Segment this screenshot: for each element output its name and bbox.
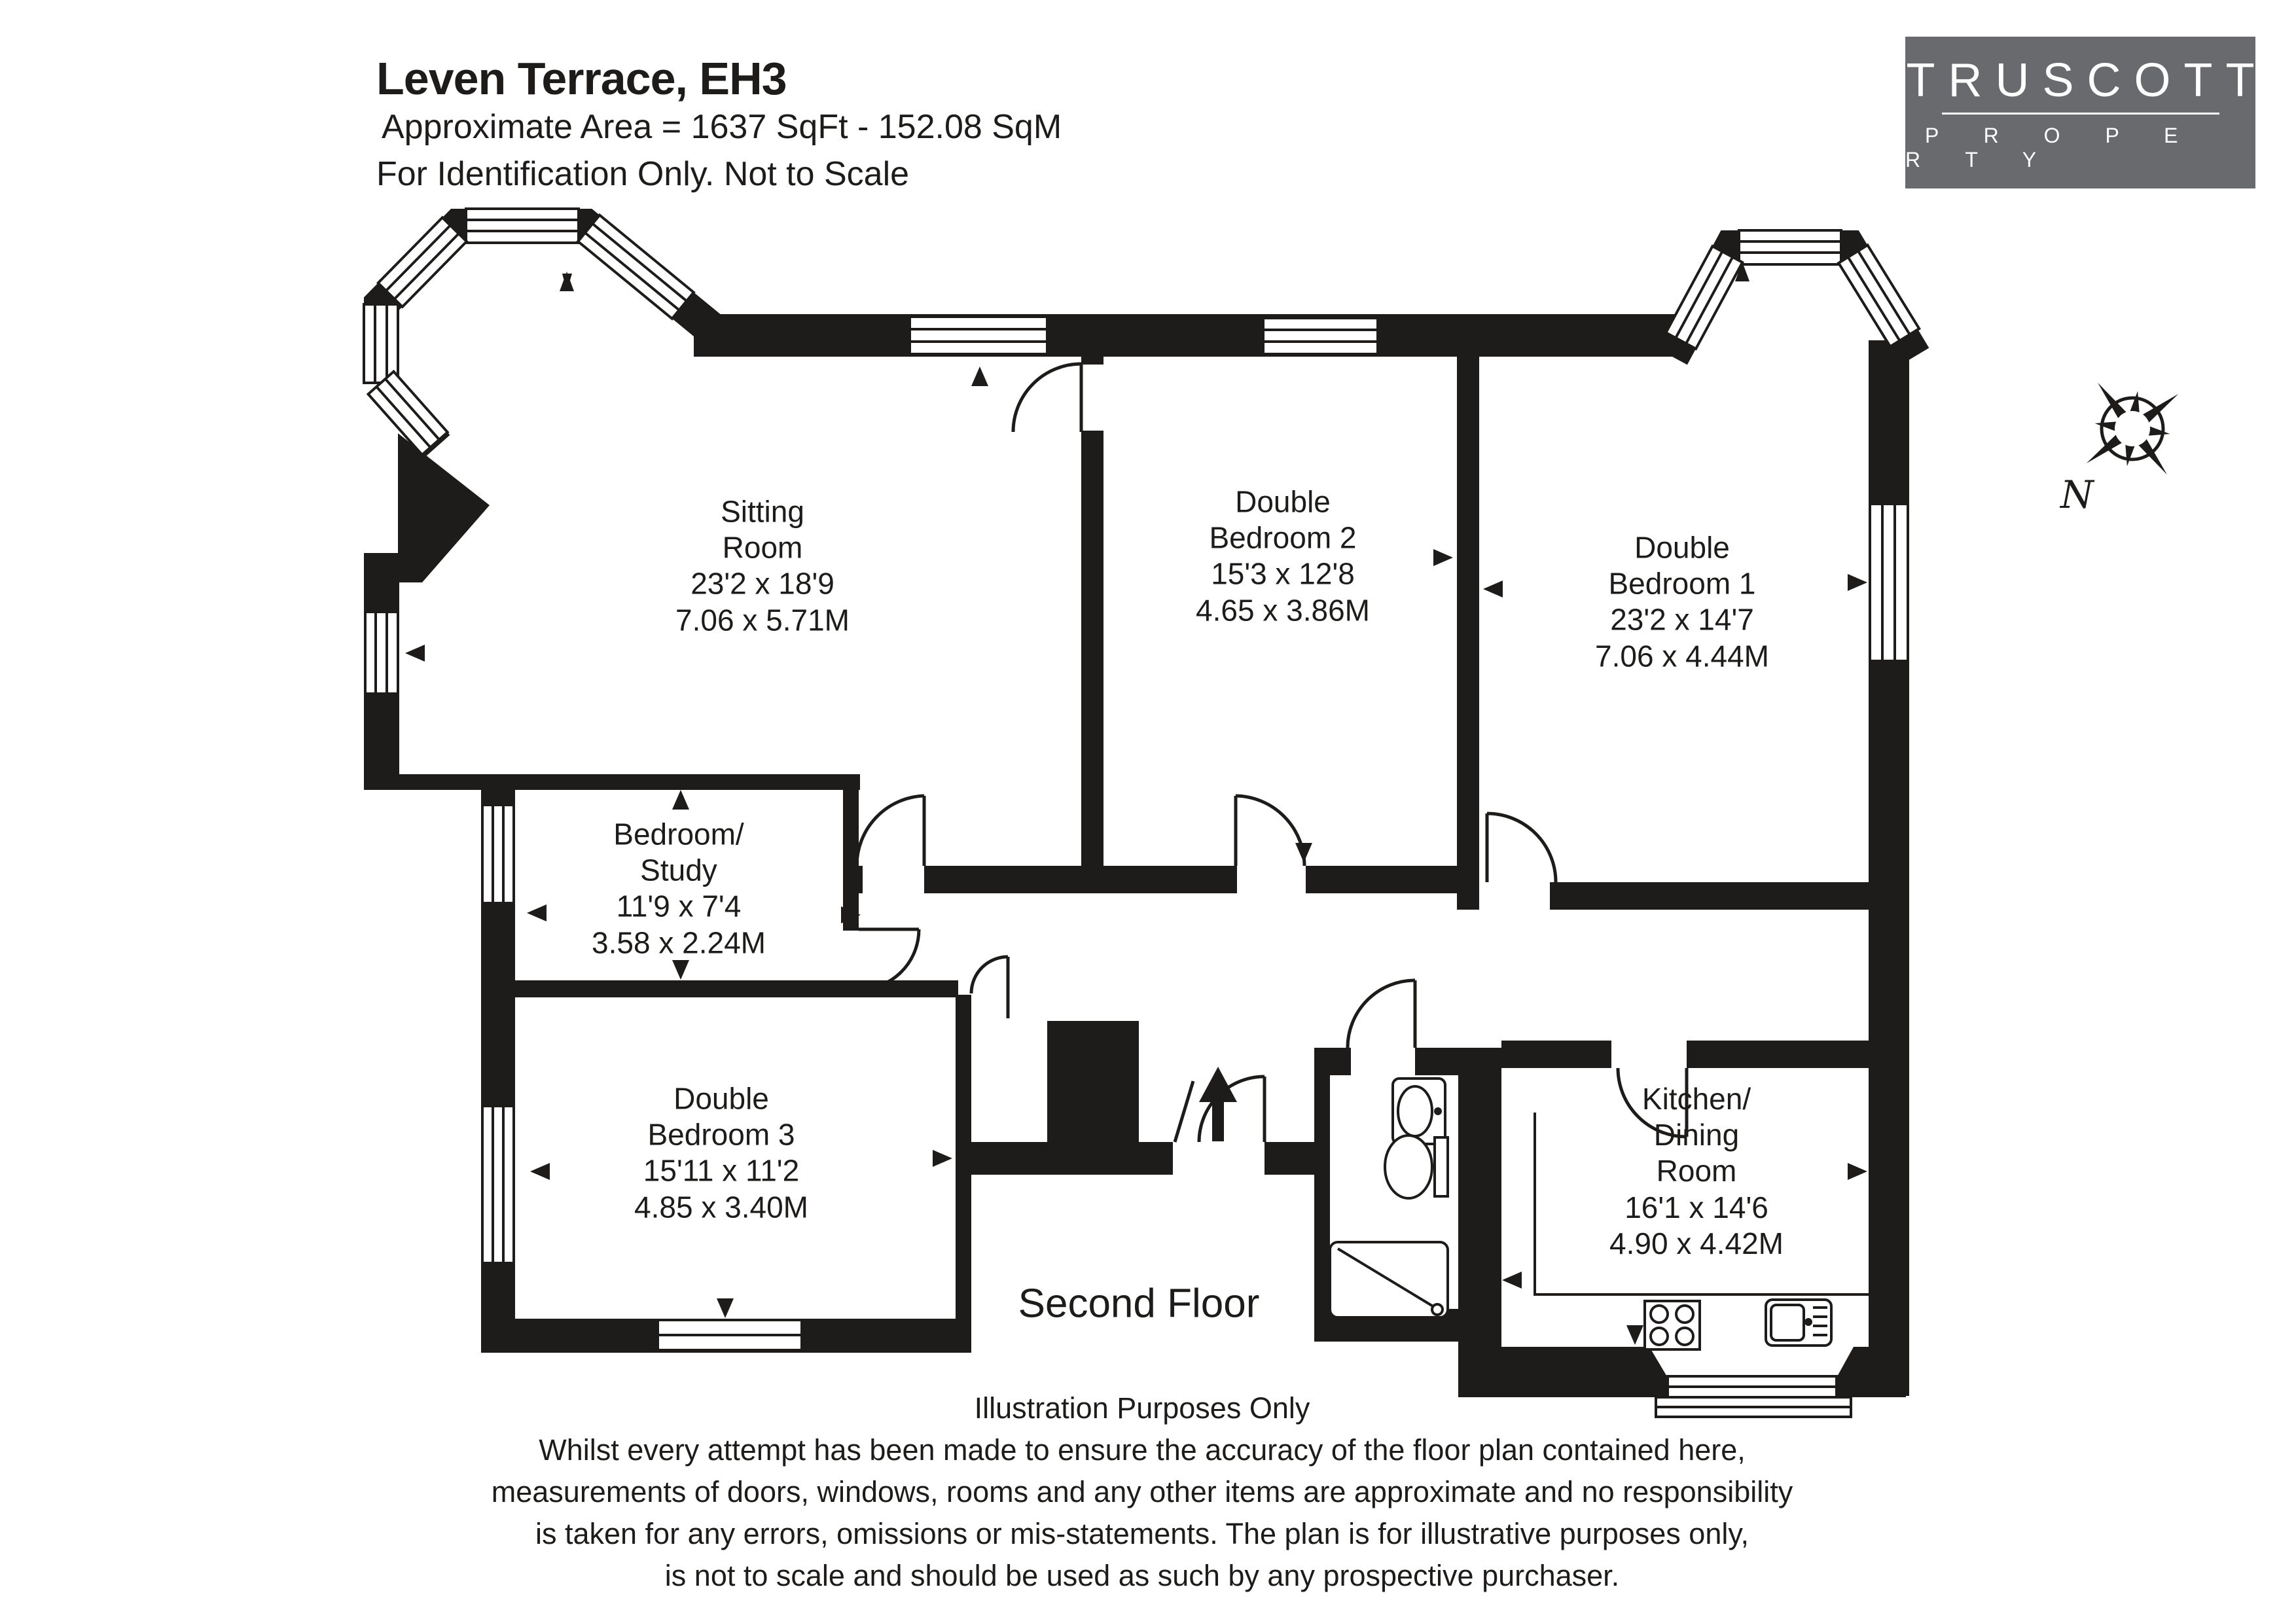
room-dimensions-metric: 4.85 x 3.40M [634, 1190, 808, 1224]
basin-icon [1391, 1077, 1446, 1145]
floor-label: Second Floor [1018, 1281, 1260, 1327]
door-icon [858, 927, 921, 991]
room-dimensions-metric: 4.90 x 4.42M [1609, 1226, 1784, 1260]
doors [855, 362, 1689, 1143]
entry-arrow-icon [1199, 1067, 1237, 1141]
disclaimer-line: measurements of doors, windows, rooms an… [491, 1475, 1793, 1508]
logo-divider [1941, 112, 2219, 115]
room-dimensions-metric: 7.06 x 5.71M [675, 603, 850, 637]
disclaimer-title: Illustration Purposes Only [974, 1391, 1310, 1425]
room-name: Double Bedroom 1 [1608, 530, 1756, 601]
window-icon [1869, 503, 1909, 662]
window-icon [364, 611, 399, 695]
room-dimensions-metric: 4.65 x 3.86M [1196, 593, 1370, 628]
room-label-double-bedroom-3: Double Bedroom 3 15'11 x 11'2 4.85 x 3.4… [634, 1081, 808, 1226]
door-icon [969, 955, 1010, 1018]
shower-icon [1329, 1241, 1449, 1319]
sink-icon [1765, 1298, 1833, 1347]
door-icon [1485, 812, 1558, 883]
door-icon [1234, 794, 1306, 866]
disclaimer: Illustration Purposes Only Whilst every … [0, 1387, 2284, 1597]
room-dimensions-imperial: 11'9 x 7'4 [616, 889, 742, 923]
approximate-area: Approximate Area = 1637 SqFt - 152.08 Sq… [382, 108, 1062, 146]
counter-edge [1534, 1113, 1871, 1296]
compass-north-label: N [2060, 473, 2094, 517]
window-icon [656, 1319, 803, 1351]
door-icon [1011, 362, 1083, 433]
room-name: Double Bedroom 3 [647, 1081, 795, 1152]
room-label-kitchen-dining: Kitchen/ Dining Room 16'1 x 14'6 4.90 x … [1609, 1081, 1784, 1262]
room-dimensions-imperial: 23'2 x 18'9 [691, 567, 834, 601]
toilet-icon [1384, 1134, 1449, 1200]
room-label-double-bedroom-1: Double Bedroom 1 23'2 x 14'7 7.06 x 4.44… [1595, 530, 1769, 675]
room-dimensions-imperial: 15'11 x 11'2 [643, 1154, 800, 1188]
logo-name: TRUSCOTT [1906, 54, 2268, 107]
room-dimensions-imperial: 15'3 x 12'8 [1211, 557, 1355, 591]
bay-window-icon [1649, 1347, 1854, 1418]
kitchen-fixtures [1534, 1113, 1871, 1351]
logo-tagline: P R O P E R T Y [1905, 123, 2198, 171]
compass-rose-icon [2086, 382, 2179, 475]
bay-window-icon [363, 207, 696, 457]
room-dimensions-imperial: 16'1 x 14'6 [1624, 1190, 1768, 1224]
bathroom-fixtures [1329, 1077, 1449, 1319]
disclaimer-line: is taken for any errors, omissions or mi… [535, 1517, 1749, 1550]
room-name: Bedroom/ Study [613, 817, 744, 887]
door-icon [1346, 978, 1417, 1048]
room-dimensions-imperial: 23'2 x 14'7 [1610, 603, 1754, 637]
door-icon [1616, 1067, 1689, 1139]
room-dimensions-metric: 3.58 x 2.24M [592, 925, 766, 960]
window-icon [481, 1105, 515, 1264]
room-name: Kitchen/ Dining Room [1641, 1082, 1751, 1188]
identification-note: For Identification Only. Not to Scale [376, 155, 910, 193]
room-dimensions-metric: 7.06 x 4.44M [1595, 639, 1769, 673]
door-icon [855, 794, 926, 866]
window-icon [481, 804, 515, 904]
room-label-double-bedroom-2: Double Bedroom 2 15'3 x 12'8 4.65 x 3.86… [1196, 484, 1370, 629]
page-title: Leven Terrace, EH3 [376, 53, 787, 104]
truscott-property-logo: TRUSCOTT P R O P E R T Y [1905, 37, 2255, 188]
disclaimer-line: is not to scale and should be used as su… [664, 1559, 1620, 1592]
windows [363, 207, 1922, 1418]
bay-window-icon [1664, 229, 1922, 351]
hob-icon [1643, 1300, 1701, 1351]
disclaimer-line: Whilst every attempt has been made to en… [539, 1433, 1746, 1467]
room-label-bedroom-study: Bedroom/ Study 11'9 x 7'4 3.58 x 2.24M [592, 817, 766, 961]
room-label-sitting-room: Sitting Room 23'2 x 18'9 7.06 x 5.71M [675, 494, 850, 639]
window-icon [908, 315, 1049, 355]
room-name: Double Bedroom 2 [1209, 484, 1357, 555]
dimension-markers [405, 262, 1867, 1345]
room-name: Sitting Room [721, 494, 804, 565]
window-icon [1262, 317, 1379, 355]
